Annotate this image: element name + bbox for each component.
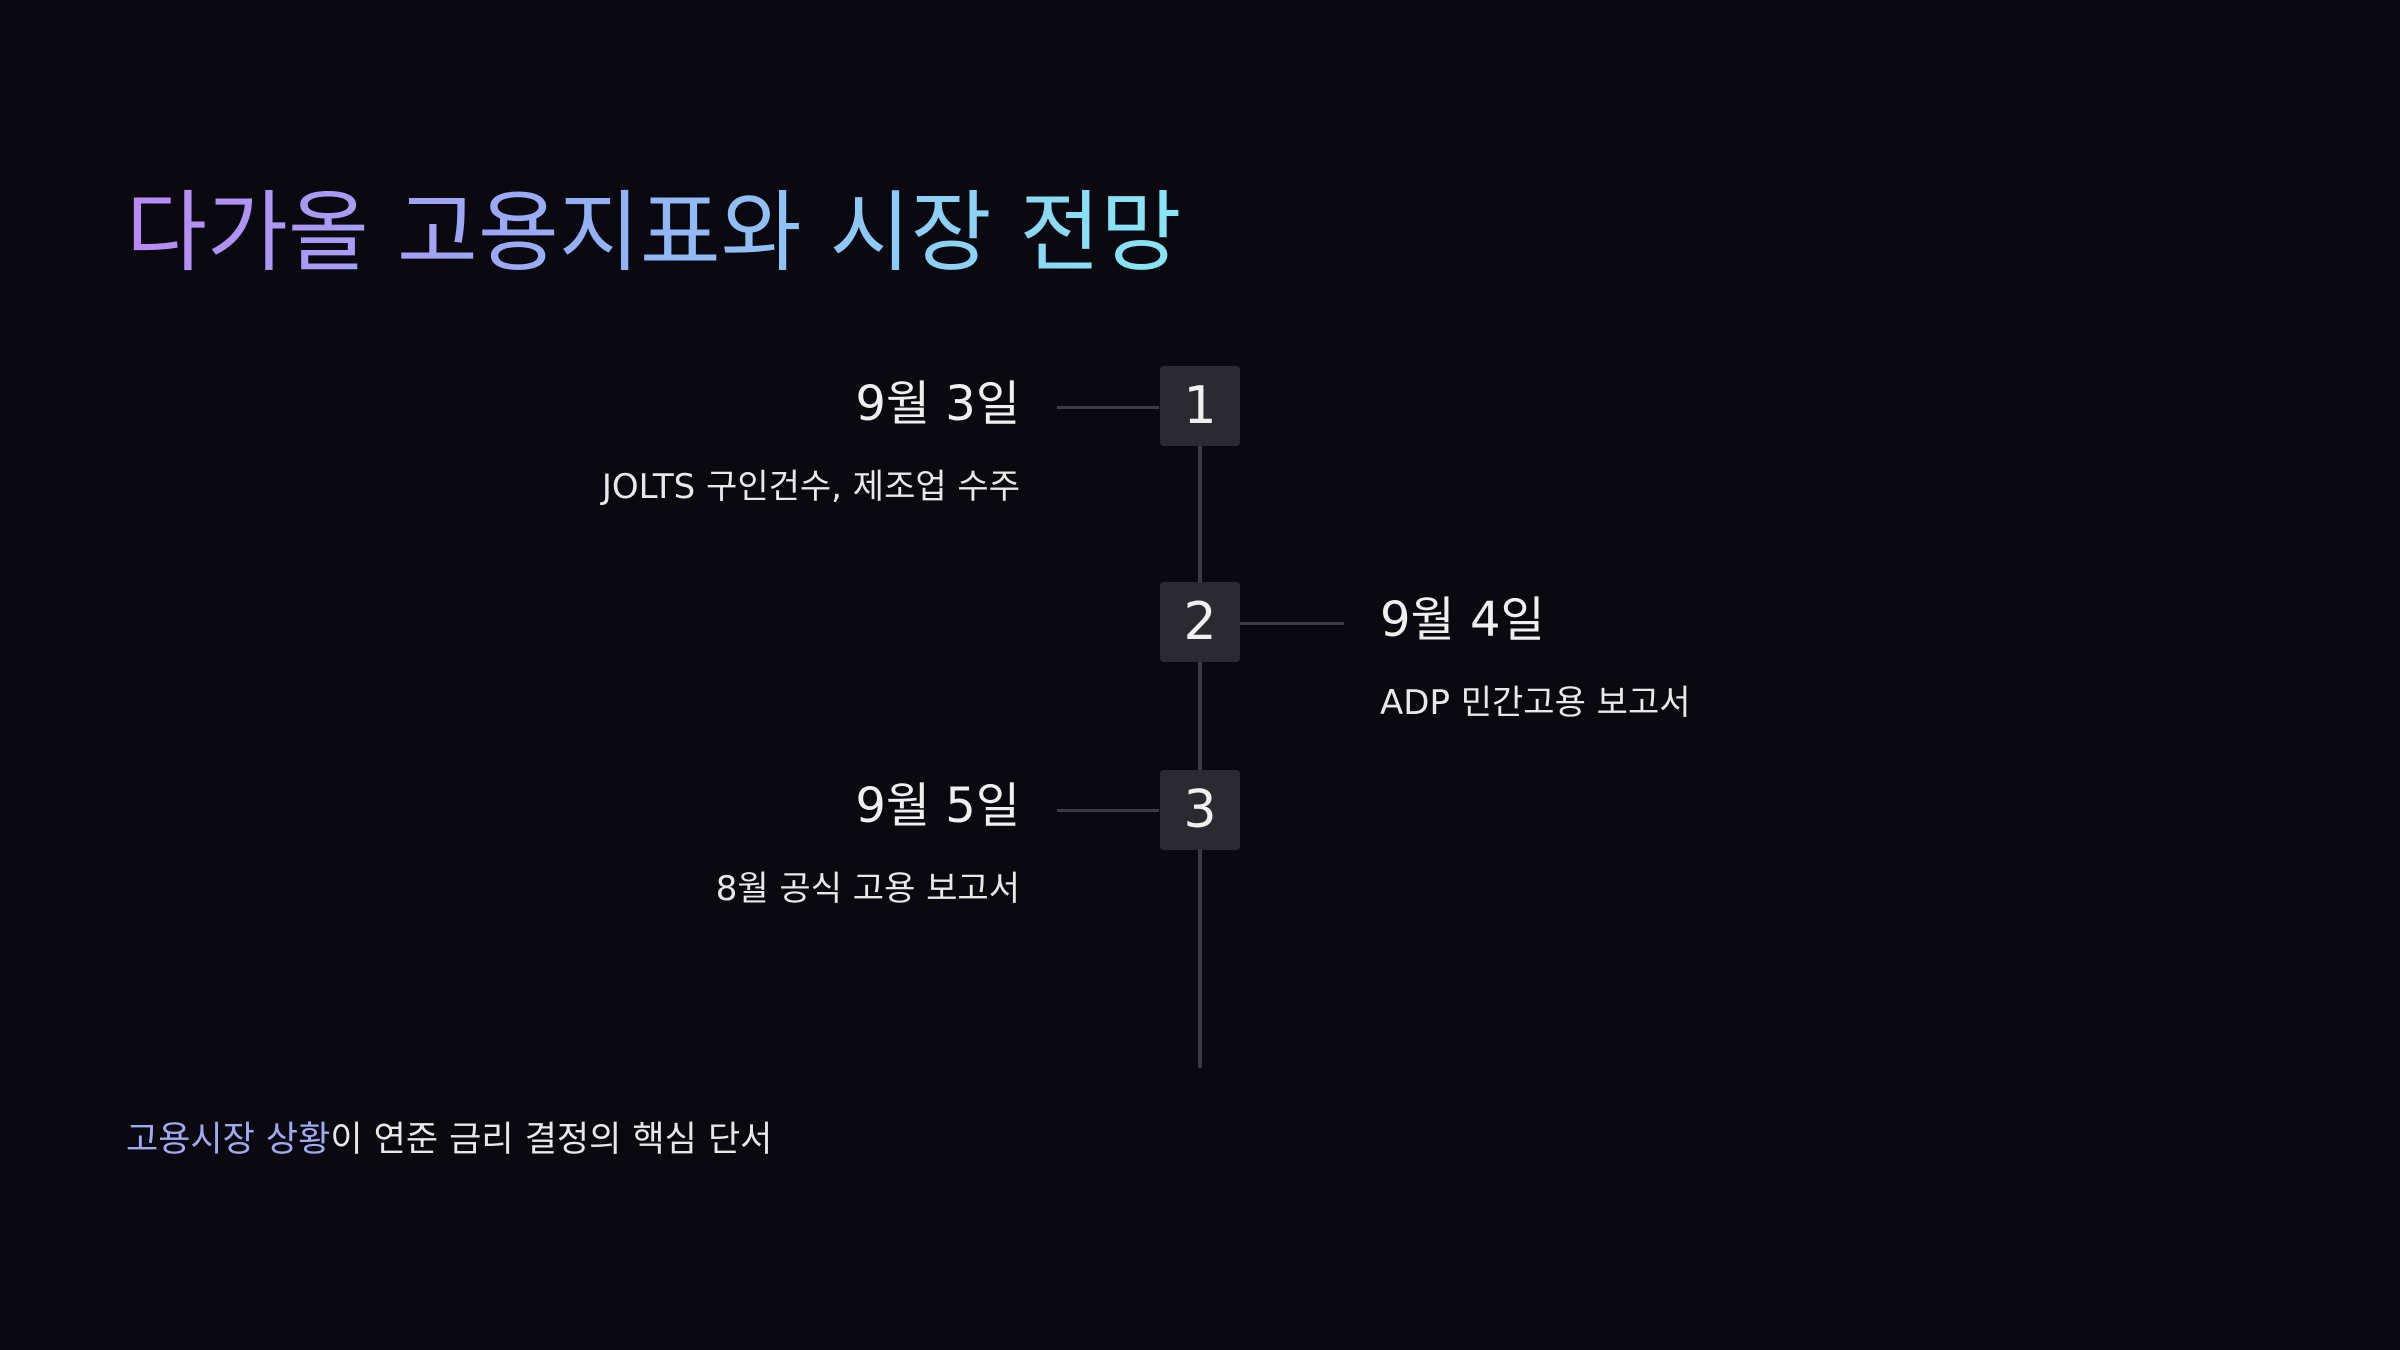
- timeline-connector-1: [1057, 406, 1159, 409]
- timeline-node-2: 2: [1160, 582, 1240, 662]
- timeline-connector-3: [1057, 809, 1159, 812]
- event-date-2: 9월 4일: [1380, 592, 1545, 648]
- event-date-1: 9월 3일: [855, 376, 1020, 432]
- event-description-3: 8월 공식 고용 보고서: [715, 869, 1020, 909]
- event-description-1: JOLTS 구인건수, 제조업 수주: [601, 467, 1020, 507]
- footer-text: 이 연준 금리 결정의 핵심 단서: [330, 1120, 773, 1160]
- event-date-3: 9월 5일: [855, 778, 1020, 834]
- page-title: 다가올 고용지표와 시장 전망: [126, 168, 1181, 298]
- timeline-node-number: 3: [1183, 780, 1217, 840]
- timeline-connector-2: [1240, 622, 1344, 625]
- timeline-node-number: 2: [1183, 592, 1217, 652]
- timeline-node-1: 1: [1160, 366, 1240, 446]
- timeline-axis: [1198, 366, 1202, 1068]
- event-description-2: ADP 민간고용 보고서: [1380, 683, 1691, 723]
- footer-note: 고용시장 상황이 연준 금리 결정의 핵심 단서: [126, 1118, 772, 1162]
- timeline-node-3: 3: [1160, 770, 1240, 850]
- timeline-node-number: 1: [1183, 376, 1217, 436]
- footer-highlight: 고용시장 상황: [126, 1120, 331, 1160]
